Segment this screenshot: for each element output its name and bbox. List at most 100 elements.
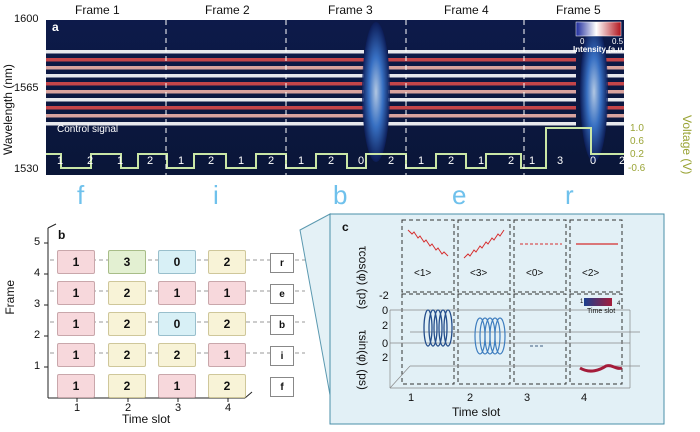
legend-label: Time slot	[587, 308, 616, 315]
slot-number: 2	[208, 155, 215, 167]
frame-5-title: Frame 5	[556, 3, 601, 17]
grid-cell: 2	[108, 281, 146, 305]
spectral-band	[388, 66, 406, 70]
colorbar	[575, 21, 622, 37]
colorbar-min: 0	[580, 37, 585, 46]
spectral-band	[406, 58, 524, 62]
grid-cell: 3	[108, 250, 146, 274]
grid-cell: 2	[208, 312, 246, 336]
grid-cell: 1	[208, 281, 246, 305]
yaxis-label: τsin(φ) (ps)	[356, 330, 370, 390]
spectral-band	[166, 114, 286, 118]
spectral-band	[286, 90, 364, 94]
spectral-band	[606, 114, 624, 118]
frame-tick: 1	[34, 360, 41, 372]
grid-cell: 1	[158, 374, 196, 398]
helix-slot-2	[474, 317, 506, 355]
spectral-band	[286, 66, 364, 70]
decoded-letter: f	[77, 180, 85, 210]
spectral-band	[166, 74, 286, 78]
z-tick: 2	[382, 320, 389, 332]
spectral-band	[388, 122, 406, 126]
grid-cell: 2	[108, 343, 146, 367]
time-slot-axis-label: Time slot	[122, 412, 171, 426]
z-tick: 0	[382, 305, 389, 317]
frame-4-title: Frame 4	[444, 3, 489, 17]
spectral-band	[286, 122, 364, 126]
slot-tick: 2	[125, 402, 132, 414]
spectral-band	[286, 98, 364, 102]
colorbar-label: Intensity (a.u.)	[573, 45, 628, 54]
c-x-tick: 2	[467, 392, 474, 404]
slot-tick: 4	[225, 402, 232, 414]
y-tick: 0	[382, 338, 389, 350]
spectral-band	[388, 58, 406, 62]
inset-label: <0>	[526, 268, 544, 279]
frame-tick: 5	[34, 236, 41, 248]
control-signal-trace	[46, 127, 624, 169]
slot-number: 2	[268, 155, 275, 167]
spectral-band	[606, 50, 624, 54]
voltage-axis-label: Voltage (V)	[680, 115, 694, 175]
grid-cell: 1	[208, 343, 246, 367]
spectral-band	[524, 106, 576, 110]
z-tick: -2	[379, 290, 389, 302]
spectral-band	[388, 106, 406, 110]
panel-c-label: c	[342, 220, 349, 234]
c-x-tick: 3	[524, 392, 531, 404]
spectral-band	[406, 98, 524, 102]
spectral-band	[166, 82, 286, 86]
spectral-band	[388, 90, 406, 94]
spectrogram	[46, 20, 624, 175]
spectral-band	[166, 98, 286, 102]
burst-frame3	[362, 22, 390, 162]
spectral-band	[524, 50, 576, 54]
spectral-band	[406, 106, 524, 110]
y-tick: 2	[382, 352, 389, 364]
spectral-band	[524, 82, 576, 86]
spectral-band	[406, 114, 524, 118]
slot-number: 1	[418, 155, 425, 167]
grid-cell: 1	[57, 312, 95, 336]
spectrogram-background	[46, 20, 624, 175]
slot-number: 2	[328, 155, 335, 167]
spectral-band	[46, 58, 166, 62]
slot-number: 1	[529, 155, 536, 167]
spectral-band	[46, 98, 166, 102]
spectral-band	[524, 66, 576, 70]
spectral-band	[46, 66, 166, 70]
spectral-band	[166, 106, 286, 110]
wavelength-tick: 1565	[14, 82, 39, 94]
spectral-band	[606, 90, 624, 94]
inset-label: <1>	[414, 268, 432, 279]
c-x-tick: 1	[408, 392, 415, 404]
control-signal-label: Control signal	[57, 124, 119, 135]
grid-cell: 1	[57, 374, 95, 398]
grid-cell: 2	[158, 343, 196, 367]
row-letter-tag: b	[270, 315, 294, 335]
grid-cell: 1	[158, 281, 196, 305]
slot-number: 2	[619, 155, 626, 167]
grid-cell: 0	[158, 312, 196, 336]
inset-label: <2>	[582, 268, 600, 279]
wavelength-axis-label: Wavelength (nm)	[1, 64, 15, 156]
slot-number: 1	[178, 155, 185, 167]
spectral-band	[524, 90, 576, 94]
spectral-band	[166, 122, 286, 126]
voltage-tick: 1.0	[630, 123, 644, 134]
decoded-letter: e	[452, 180, 467, 210]
voltage-tick: 0.2	[630, 149, 644, 160]
grid-cell: 1	[57, 343, 95, 367]
grid-cell: 2	[108, 312, 146, 336]
row-letter-tag: r	[270, 253, 294, 273]
spectral-band	[606, 122, 624, 126]
spectral-band	[286, 82, 364, 86]
grid-cell: 2	[208, 374, 246, 398]
spectral-band	[524, 122, 576, 126]
decoded-letter: r	[565, 180, 574, 210]
slot-tick: 3	[175, 402, 182, 414]
spectral-band	[524, 74, 576, 78]
slot-number: 2	[388, 155, 395, 167]
inset-label: <3>	[470, 268, 488, 279]
slot-number: 1	[57, 155, 64, 167]
